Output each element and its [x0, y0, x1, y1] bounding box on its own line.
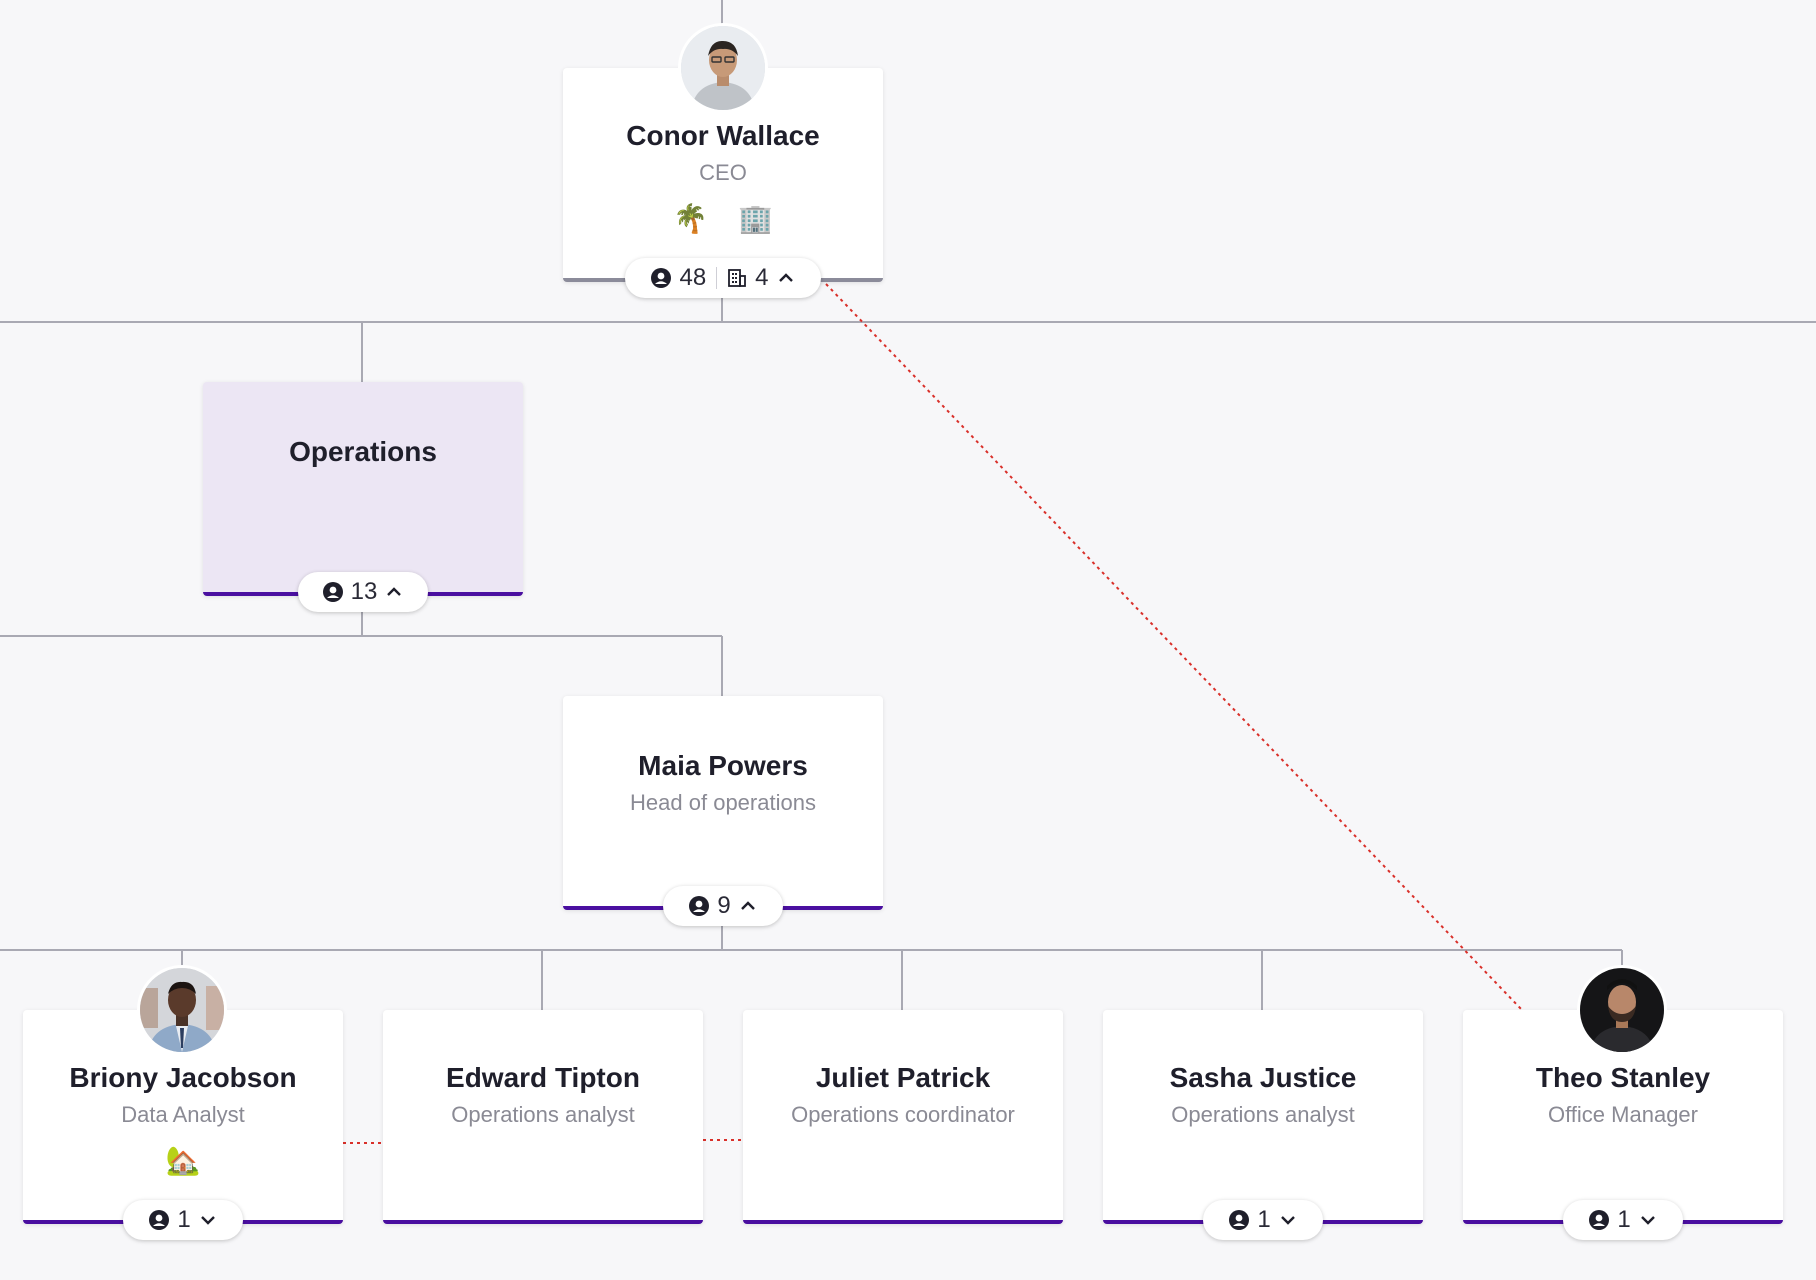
- person-name: Briony Jacobson: [69, 1062, 297, 1093]
- person-title: Data Analyst: [121, 1102, 245, 1127]
- person-icon: [651, 268, 672, 288]
- chevron-down-icon: [200, 1216, 215, 1225]
- chevron-up-icon: [387, 587, 402, 596]
- person-title: Office Manager: [1547, 1102, 1698, 1127]
- person-icon: [322, 582, 343, 602]
- badge-row: 🏡: [23, 1144, 343, 1176]
- department-name: Operations: [289, 436, 437, 467]
- department-count-toggle[interactable]: 13: [298, 572, 428, 612]
- person-title: Head of operations: [630, 790, 816, 815]
- employee-card-juliet-patrick[interactable]: Juliet Patrick Operations coordinator: [743, 1010, 1063, 1224]
- palm-tree-icon: 🌴: [673, 203, 708, 234]
- head-count-toggle[interactable]: 9: [663, 886, 783, 926]
- house-with-tree-icon: 🏡: [165, 1145, 201, 1176]
- person-title: CEO: [699, 160, 747, 185]
- chevron-down-icon: [1640, 1216, 1655, 1225]
- people-count: 48: [679, 264, 707, 291]
- chevron-down-icon: [1280, 1216, 1295, 1225]
- people-count: 1: [177, 1206, 191, 1233]
- department-count: 4: [755, 264, 769, 291]
- person-name: Juliet Patrick: [815, 1062, 991, 1093]
- people-count: 9: [717, 892, 731, 919]
- person-name: Edward Tipton: [446, 1062, 640, 1093]
- person-title: Operations analyst: [1171, 1102, 1355, 1127]
- building-icon: [728, 269, 747, 287]
- employee-card-sasha-justice[interactable]: Sasha Justice Operations analyst: [1103, 1010, 1423, 1224]
- head-of-operations-card[interactable]: Maia Powers Head of operations: [563, 696, 883, 910]
- person-name: Conor Wallace: [626, 120, 820, 151]
- people-count: 13: [350, 578, 378, 605]
- badge-row: 🌴 🏢: [563, 202, 883, 234]
- divider: [716, 267, 718, 289]
- chevron-up-icon: [778, 273, 793, 282]
- person-name: Sasha Justice: [1169, 1062, 1357, 1093]
- ceo-count-toggle[interactable]: 48 4: [625, 258, 821, 298]
- person-icon: [149, 1210, 170, 1230]
- person-title: Operations analyst: [451, 1102, 635, 1127]
- people-count: 1: [1257, 1206, 1271, 1233]
- person-title: Operations coordinator: [791, 1102, 1015, 1127]
- people-count: 1: [1617, 1206, 1631, 1233]
- office-building-icon: 🏢: [738, 203, 773, 234]
- person-icon: [1229, 1210, 1250, 1230]
- avatar: [681, 26, 765, 110]
- person-name: Theo Stanley: [1535, 1062, 1711, 1093]
- employee-card-edward-tipton[interactable]: Edward Tipton Operations analyst: [383, 1010, 703, 1224]
- sasha-count-toggle[interactable]: 1: [1203, 1200, 1323, 1240]
- ceo-card[interactable]: Conor Wallace CEO 🌴 🏢: [563, 68, 883, 282]
- department-card-operations[interactable]: Operations: [203, 382, 523, 596]
- avatar: [140, 968, 224, 1052]
- chevron-up-icon: [740, 901, 755, 910]
- briony-count-toggle[interactable]: 1: [123, 1200, 243, 1240]
- avatar: [1580, 968, 1664, 1052]
- theo-count-toggle[interactable]: 1: [1563, 1200, 1683, 1240]
- person-icon: [689, 896, 710, 916]
- person-icon: [1589, 1210, 1610, 1230]
- dotted-line-ceo-to-theo: [825, 283, 1523, 1011]
- person-name: Maia Powers: [638, 750, 808, 781]
